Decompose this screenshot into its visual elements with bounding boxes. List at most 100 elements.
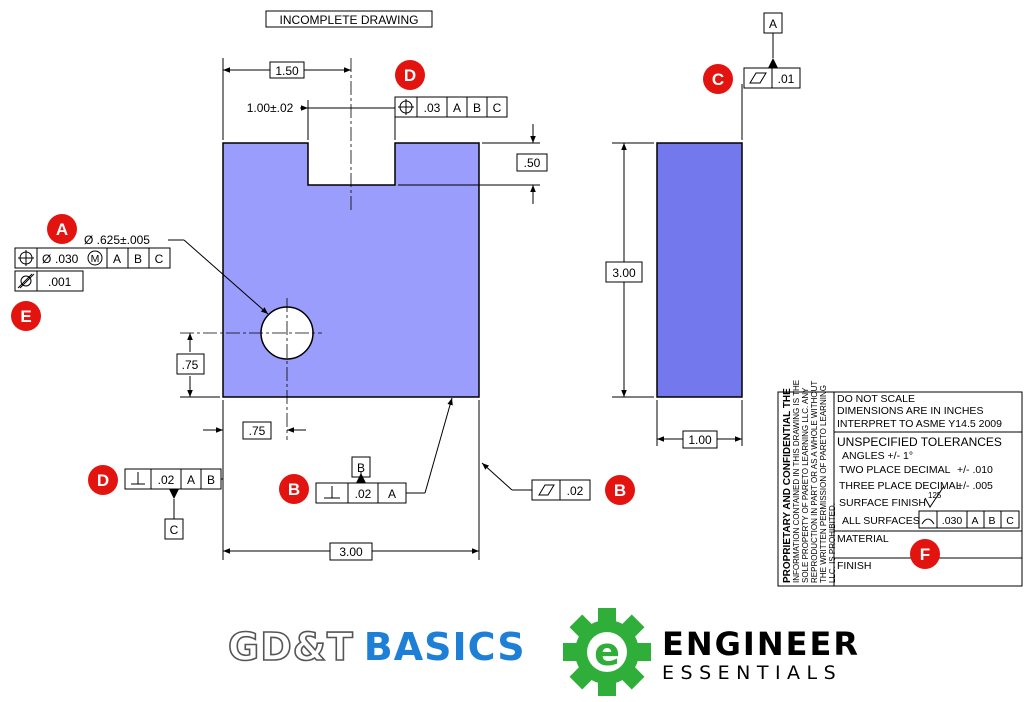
dim-slot-width: 1.00±.02 xyxy=(247,101,403,115)
gear-icon: e xyxy=(563,608,651,696)
svg-text:DO NOT SCALE: DO NOT SCALE xyxy=(837,393,915,405)
badge-a: A xyxy=(47,214,77,244)
svg-text:.02: .02 xyxy=(567,484,584,498)
svg-text:3.00: 3.00 xyxy=(612,266,636,280)
svg-text:1.50: 1.50 xyxy=(275,64,299,78)
svg-text:Ø .625±.005: Ø .625±.005 xyxy=(84,233,150,247)
svg-text:+/- .010: +/- .010 xyxy=(957,464,993,476)
fcf-position-slot: .03 A B C xyxy=(394,96,508,118)
dim-hole-y: .75 xyxy=(176,333,220,398)
fcf-flatness-top: A .01 xyxy=(743,12,801,89)
svg-text:D: D xyxy=(404,66,416,85)
dim-width: 3.00 xyxy=(223,542,479,561)
dim-slot-depth: .50 xyxy=(516,124,548,204)
gdt-logo-part1: GD&T xyxy=(227,625,354,669)
svg-text:B: B xyxy=(988,515,995,527)
svg-text:.75: .75 xyxy=(182,358,199,372)
svg-text:REPRODUCTION IN PART OR AS A W: REPRODUCTION IN PART OR AS A WHOLE WITHO… xyxy=(810,381,819,583)
side-view-part xyxy=(656,142,743,398)
badge-f: F xyxy=(910,539,940,569)
svg-text:FINISH: FINISH xyxy=(837,560,871,572)
badge-b-bottom: B xyxy=(279,474,309,504)
svg-text:A: A xyxy=(388,487,396,501)
fcf-perpendicularity-bottom: B .02 A xyxy=(315,397,453,504)
svg-text:A: A xyxy=(187,473,195,487)
proprietary-notice: PROPRIETARY AND CONFIDENTIAL THE INFORMA… xyxy=(782,380,837,583)
svg-text:M: M xyxy=(91,253,100,265)
svg-text:C: C xyxy=(1006,515,1014,527)
fcf-flatness-bottom: .02 xyxy=(481,462,591,501)
title-block: PROPRIETARY AND CONFIDENTIAL THE INFORMA… xyxy=(777,380,1023,587)
svg-text:INTERPRET TO ASME Y14.5 2009: INTERPRET TO ASME Y14.5 2009 xyxy=(837,418,1002,430)
svg-text:ALL SURFACES: ALL SURFACES xyxy=(842,515,920,527)
svg-text:THREE PLACE DECIMAL: THREE PLACE DECIMAL xyxy=(839,480,962,492)
svg-text:.01: .01 xyxy=(778,72,795,86)
svg-text:C: C xyxy=(493,101,502,115)
svg-text:C: C xyxy=(170,523,179,537)
svg-text:1.00: 1.00 xyxy=(688,433,712,447)
svg-text:B: B xyxy=(288,480,300,499)
svg-text:E: E xyxy=(20,307,31,326)
svg-text:.02: .02 xyxy=(158,473,175,487)
svg-text:B: B xyxy=(473,101,481,115)
svg-text:3.00: 3.00 xyxy=(339,545,363,559)
svg-text:A: A xyxy=(56,220,68,239)
svg-text:C: C xyxy=(712,70,724,89)
svg-text:e: e xyxy=(594,630,620,674)
svg-text:THE WRITTEN PERMISSION OF PARE: THE WRITTEN PERMISSION OF PARETO LEARNIN… xyxy=(819,385,828,583)
svg-text:A: A xyxy=(769,17,777,31)
badge-d-top: D xyxy=(395,60,425,90)
svg-text:MATERIAL: MATERIAL xyxy=(837,533,889,545)
svg-text:PROPRIETARY AND CONFIDENTIAL T: PROPRIETARY AND CONFIDENTIAL THE xyxy=(782,388,793,583)
drawing-title-text: INCOMPLETE DRAWING xyxy=(280,13,419,27)
svg-text:1.00±.02: 1.00±.02 xyxy=(247,101,294,115)
svg-text:D: D xyxy=(97,471,109,490)
svg-text:.030: .030 xyxy=(55,252,79,266)
svg-text:B: B xyxy=(134,252,142,266)
badge-d-left: D xyxy=(88,465,118,495)
engineer-essentials-logo: ENGINEER ESSENTIALS xyxy=(662,628,860,683)
svg-text:.03: .03 xyxy=(424,101,441,115)
svg-text:+/- .005: +/- .005 xyxy=(957,480,993,492)
svg-text:.75: .75 xyxy=(249,424,266,438)
svg-text:.50: .50 xyxy=(524,156,541,170)
svg-text:B: B xyxy=(357,461,365,475)
ee-logo-line1: ENGINEER xyxy=(662,625,860,663)
svg-text:LLC. IS PROHIBITED.: LLC. IS PROHIBITED. xyxy=(828,503,837,583)
svg-text:B: B xyxy=(614,481,626,500)
badge-c: C xyxy=(703,64,733,94)
svg-text:.02: .02 xyxy=(355,487,372,501)
badge-e: E xyxy=(11,301,41,331)
svg-text:.001: .001 xyxy=(48,275,72,289)
dim-height: 3.00 xyxy=(605,143,643,397)
gdt-logo-part2: BASICS xyxy=(363,625,526,669)
dim-hole-x: .75 xyxy=(203,421,306,440)
fcf-position-hole: Ø .030 M A B C xyxy=(14,247,171,269)
svg-text:C: C xyxy=(155,252,164,266)
dim-1-50: 1.50 xyxy=(223,61,351,79)
svg-text:ANGLES +/- 1°: ANGLES +/- 1° xyxy=(842,450,913,462)
fcf-perpendicularity-left: .02 A B C xyxy=(124,468,223,540)
svg-text:INFORMATION CONTAINED IN THIS: INFORMATION CONTAINED IN THIS DRAWING IS… xyxy=(792,380,801,583)
svg-text:DIMENSIONS ARE IN INCHES: DIMENSIONS ARE IN INCHES xyxy=(837,405,983,417)
badge-b-right: B xyxy=(605,475,635,505)
hole-centerlines xyxy=(180,298,322,440)
svg-text:SURFACE FINISH: SURFACE FINISH xyxy=(839,497,926,509)
svg-text:A: A xyxy=(453,101,461,115)
svg-text:Ø: Ø xyxy=(42,252,51,266)
svg-text:SOLE PROPERTY OF PARETO LEARNI: SOLE PROPERTY OF PARETO LEARNING LLC. AN… xyxy=(801,387,810,583)
drawing-title: INCOMPLETE DRAWING xyxy=(265,10,433,28)
ee-logo-line2: ESSENTIALS xyxy=(662,662,843,684)
hole-callout: Ø .625±.005 xyxy=(84,233,269,315)
svg-text:UNSPECIFIED TOLERANCES: UNSPECIFIED TOLERANCES xyxy=(837,435,1002,449)
svg-text:125: 125 xyxy=(928,491,942,500)
fcf-cylindricity-hole: .001 xyxy=(14,270,84,292)
svg-text:.030: .030 xyxy=(942,515,963,527)
svg-text:TWO PLACE DECIMAL: TWO PLACE DECIMAL xyxy=(839,464,951,476)
svg-text:A: A xyxy=(113,252,121,266)
dim-thickness: 1.00 xyxy=(657,430,742,449)
svg-text:B: B xyxy=(207,473,215,487)
svg-text:F: F xyxy=(920,545,930,564)
